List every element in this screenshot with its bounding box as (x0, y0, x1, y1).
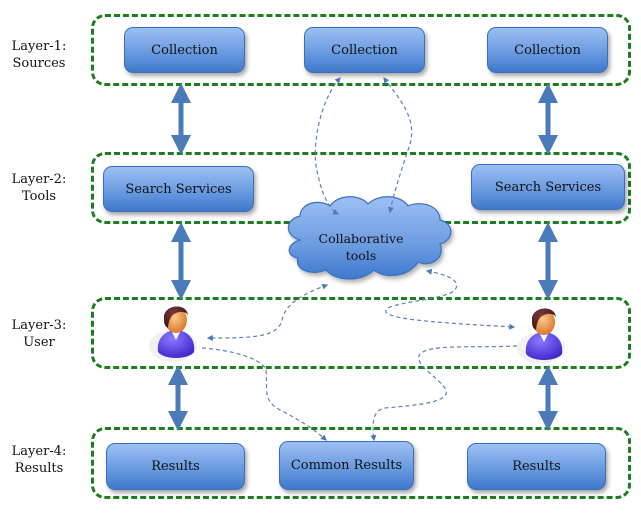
search-services-right-label: Search Services (494, 179, 602, 195)
dashed-cloud-user-left (206, 283, 329, 341)
layer-3-frame (91, 297, 631, 369)
user-left-icon (149, 306, 197, 362)
dashed-collection2-cloud-b (383, 77, 413, 214)
results-left[interactable]: Results (106, 443, 245, 490)
layer-3-subtitle: User (23, 335, 55, 350)
layer-1-frame (91, 14, 631, 86)
layer-2-label: Layer-2: Tools (0, 171, 78, 205)
layer-2-subtitle: Tools (21, 189, 57, 204)
user-right-icon (517, 308, 565, 364)
source-collection-1[interactable]: Collection (124, 27, 245, 73)
results-right[interactable]: Results (467, 443, 606, 490)
collaborative-tools-cloud (287, 196, 452, 280)
layer-1-title: Layer-1: (11, 39, 67, 54)
results-left-label: Results (151, 459, 200, 474)
layer-1-subtitle: Sources (12, 56, 66, 71)
source-collection-1-label: Collection (151, 42, 218, 58)
dashed-cloud-user-right (385, 268, 516, 330)
collaborative-tools-label: Collaborative tools (301, 230, 421, 264)
search-services-left-label: Search Services (125, 181, 232, 197)
common-results-label: Common Results (290, 458, 403, 473)
search-services-left[interactable]: Search Services (103, 166, 254, 212)
layer-4-label: Layer-4: Results (0, 443, 78, 477)
search-services-right[interactable]: Search Services (471, 164, 625, 210)
layer-4-frame (91, 427, 631, 499)
dashed-collection2-cloud-a (314, 77, 341, 215)
results-right-label: Results (512, 459, 561, 474)
layer-1-label: Layer-1: Sources (0, 38, 78, 72)
layer-4-subtitle: Results (14, 461, 64, 476)
layer-3-title: Layer-3: (11, 318, 67, 333)
source-collection-3-label: Collection (514, 42, 581, 58)
layer-3-label: Layer-3: User (0, 317, 78, 351)
collaborative-tools-line2: tools (345, 248, 377, 263)
dashed-user-right-common-results (370, 345, 518, 442)
collaborative-tools-line1: Collaborative (318, 231, 404, 246)
dashed-user-left-common-results (201, 347, 327, 441)
layer-4-title: Layer-4: (11, 444, 67, 459)
source-collection-2-label: Collection (331, 42, 398, 58)
layer-2-title: Layer-2: (11, 172, 67, 187)
source-collection-3[interactable]: Collection (487, 27, 608, 73)
source-collection-2[interactable]: Collection (304, 27, 425, 73)
common-results[interactable]: Common Results (279, 441, 414, 490)
